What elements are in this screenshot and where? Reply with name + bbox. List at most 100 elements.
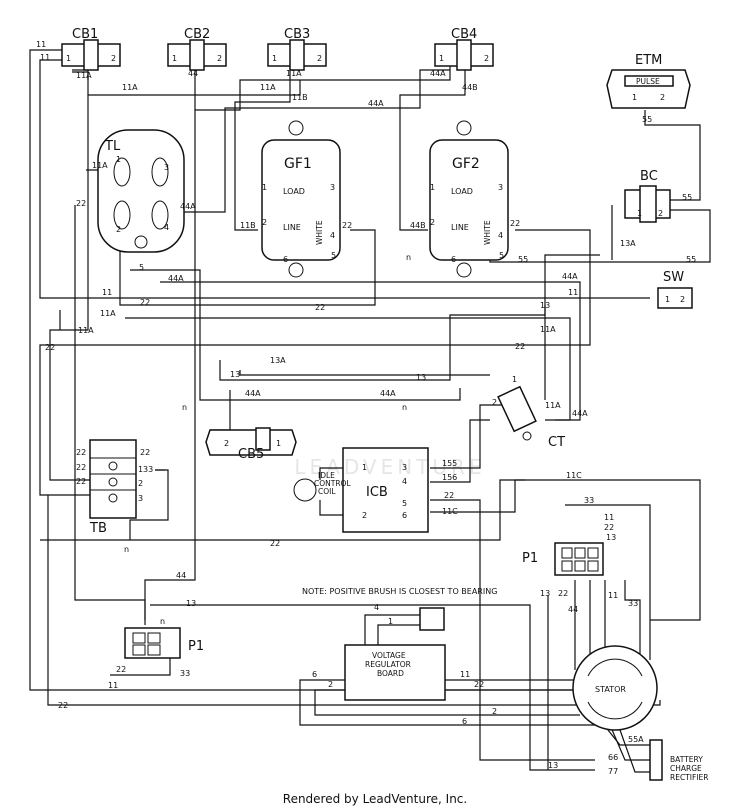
wire-label: 44A [368, 99, 384, 108]
cb2-pin-1: 1 [172, 54, 177, 63]
wire-label: 11A [78, 326, 94, 335]
ct-pin-2: 2 [492, 398, 497, 407]
wire-label: 33 [143, 465, 153, 474]
gf2-white-label: WHITE [483, 220, 492, 245]
gf1-label: GF1 [284, 156, 312, 172]
tb-component: TB 1 2 3 [89, 439, 143, 536]
tl-pin-5: 5 [139, 263, 144, 272]
wire-label: 11A [100, 309, 116, 318]
cb3-pin-2: 2 [317, 54, 322, 63]
icb-pin-6: 6 [402, 511, 407, 520]
icb-pin-4: 4 [402, 477, 407, 486]
vr-line-3: BOARD [377, 669, 404, 678]
wire-label: 55 [686, 255, 696, 264]
wire-label: 11B [240, 221, 256, 230]
wire-label: 11A [76, 71, 92, 80]
gf1-pin-3: 3 [330, 183, 335, 192]
icb-component: ICB IDLE CONTROL COIL 1 2 3 4 5 6 [293, 447, 429, 533]
wire-label: 11 [568, 288, 578, 297]
cb1-component: CB1 1 2 [61, 27, 121, 71]
wire-label: 11A [545, 401, 561, 410]
tb-pin-2: 2 [138, 479, 143, 488]
wire-label: 11A [260, 83, 276, 92]
bc-pin-2: 2 [658, 209, 663, 218]
wire-label: 22 [315, 303, 325, 312]
wire-label: 55 [682, 193, 692, 202]
tl-pin-4: 4 [164, 223, 169, 232]
wire-label: 22 [510, 219, 520, 228]
wire-label: 11B [292, 93, 308, 102]
wire-label: 11 [108, 681, 118, 690]
cb5-pin-2: 2 [224, 439, 229, 448]
wire-label: 11A [540, 325, 556, 334]
wire-label: 22 [76, 448, 86, 457]
wire-label: n [182, 403, 187, 412]
wire-label: 11 [40, 53, 50, 62]
bc-component: BC 1 2 [624, 169, 671, 223]
gf2-pin-3: 3 [498, 183, 503, 192]
gf2-pin-2: 2 [430, 218, 435, 227]
gf1-pin-4: 4 [330, 231, 335, 240]
wire-label: 44B [462, 83, 478, 92]
bc-label: BC [640, 169, 658, 184]
wire-label: n [124, 545, 129, 554]
wire-label: 44 [188, 69, 198, 78]
wire-label: 44A [245, 389, 261, 398]
etm-pin-2: 2 [660, 93, 665, 102]
wire-labels: 11 11 11A 44 11A 44A 11A 11A 44B 11B 44A… [36, 40, 696, 776]
gf1-line-label: LINE [283, 223, 301, 232]
wire-label: 22 [444, 491, 454, 500]
rectifier-line-3: RECTIFIER [670, 773, 708, 782]
etm-display-text: PULSE [636, 77, 660, 86]
wire-label: 66 [608, 753, 618, 762]
gf2-load-label: LOAD [451, 187, 473, 196]
wire-label: 2 [492, 707, 497, 716]
wire-label: 6 [462, 717, 467, 726]
wire-label: 22 [58, 701, 68, 710]
wire-label: 33 [628, 599, 638, 608]
wire-label: 4 [374, 603, 379, 612]
wire-label: 13 [548, 761, 558, 770]
wire-label: 44B [410, 221, 426, 230]
cb3-label: CB3 [284, 27, 310, 42]
wire-label: 13 [230, 370, 240, 379]
cb3-component: CB3 1 2 [267, 27, 327, 71]
tb-pin-3: 3 [138, 494, 143, 503]
stator-label: STATOR [595, 685, 626, 694]
wire-label: 13A [270, 356, 286, 365]
gf2-component: GF2 LOAD LINE WHITE 1 2 3 4 5 6 [429, 120, 509, 278]
tl-pin-2: 2 [116, 225, 121, 234]
tb-pin-1: 1 [138, 465, 143, 474]
sw-label: SW [663, 270, 684, 285]
wire-label: 6 [312, 670, 317, 679]
wire-label: n [160, 617, 165, 626]
rectifier-line-2: CHARGE [670, 764, 702, 773]
gf1-pin-1: 1 [262, 183, 267, 192]
wire-label: 55 [642, 115, 652, 124]
cb1-pin-1: 1 [66, 54, 71, 63]
p1-right-component: P1 [522, 542, 604, 576]
wire-label: 44 [568, 605, 578, 614]
gf1-component: GF1 LOAD LINE WHITE 1 2 3 4 5 6 [261, 120, 341, 278]
gf1-load-label: LOAD [283, 187, 305, 196]
tb-label: TB [89, 521, 107, 536]
brush-note: NOTE: POSITIVE BRUSH IS CLOSEST TO BEARI… [302, 587, 497, 596]
tl-label: TL [104, 139, 121, 154]
wire-label: 13A [620, 239, 636, 248]
cb3-pin-1: 1 [272, 54, 277, 63]
tl-pin-3: 3 [164, 163, 169, 172]
gf2-pin-6: 6 [451, 255, 456, 264]
wire-label: n [402, 403, 407, 412]
wire-label: 44 [176, 571, 186, 580]
etm-label: ETM [635, 53, 662, 68]
wire-label: 33 [180, 669, 190, 678]
wire-label: 22 [76, 463, 86, 472]
wire-label: 22 [45, 343, 55, 352]
wire-label: 22 [474, 680, 484, 689]
wire-label: 13 [540, 301, 550, 310]
cb4-label: CB4 [451, 27, 477, 42]
ct-label: CT [548, 435, 565, 450]
wire-label: 11 [604, 513, 614, 522]
icb-pin-5: 5 [402, 499, 407, 508]
